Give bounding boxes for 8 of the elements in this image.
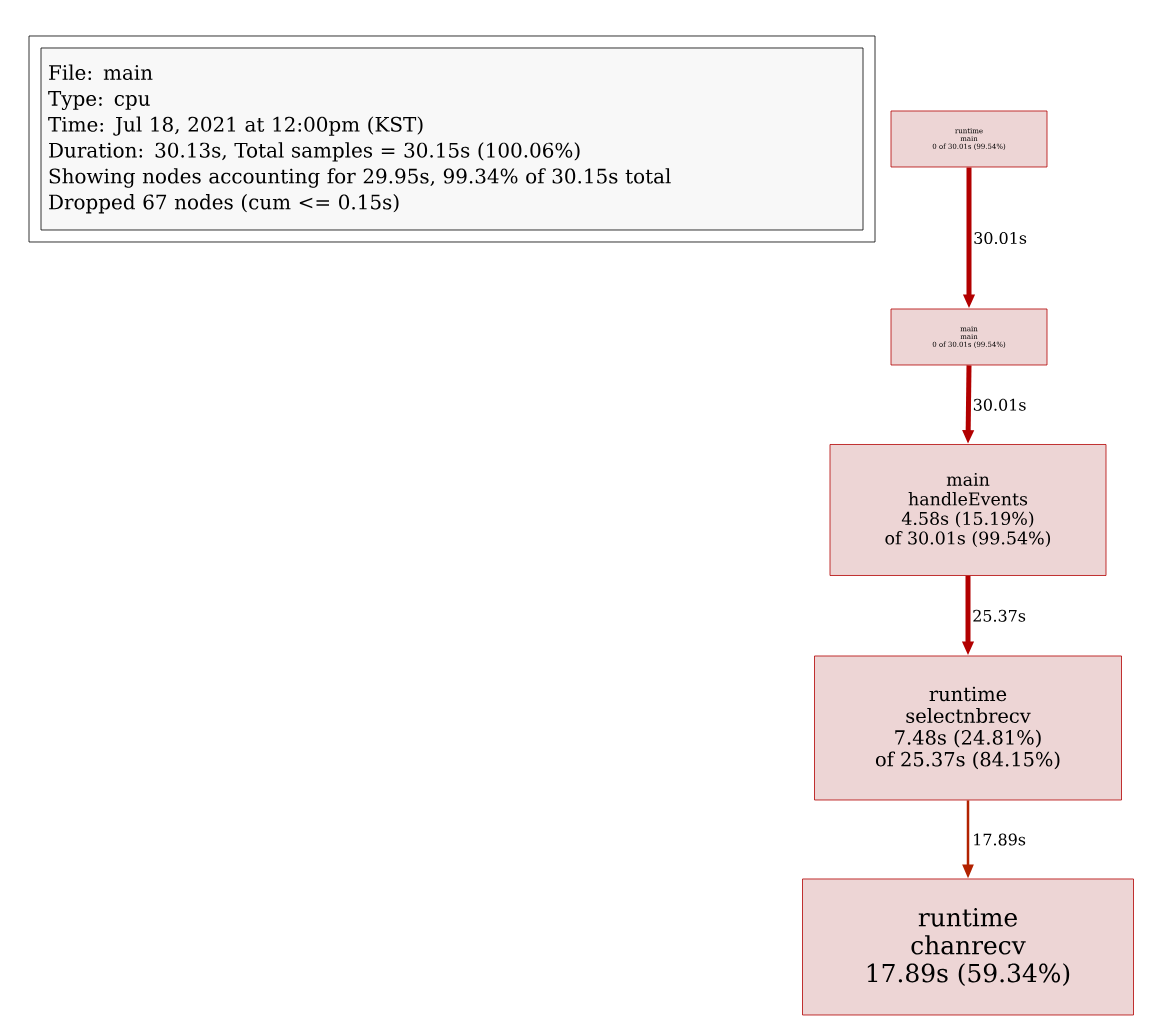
function-box: main handleEvents 4.58s (15.19%) of 30.01s (99.54%) (829, 444, 1107, 576)
function-box: runtime selectnbrecv 7.48s (24.81%) of 25.37s (84.15%) (814, 655, 1122, 801)
function-box: runtime chanrecv 17.89s (59.34%) (802, 878, 1134, 1016)
edge-label: 17.89s (974, 833, 1026, 846)
edge-label: 30.01s (974, 231, 1027, 244)
edge-label: 30.01s (973, 398, 1026, 411)
legend-box: File: main Type: cpu Time: Jul 18, 2021 at 12:00pm (KST) Duration: 30.13s, Total samples = 30.15s (100.06%) Showing nodes accounting for 29.95s, 99.34% of 30.15s total Dropped 67 nodes (cum <= 0.15s) (28, 35, 876, 243)
edge-label: 25.37s (973, 609, 1026, 622)
